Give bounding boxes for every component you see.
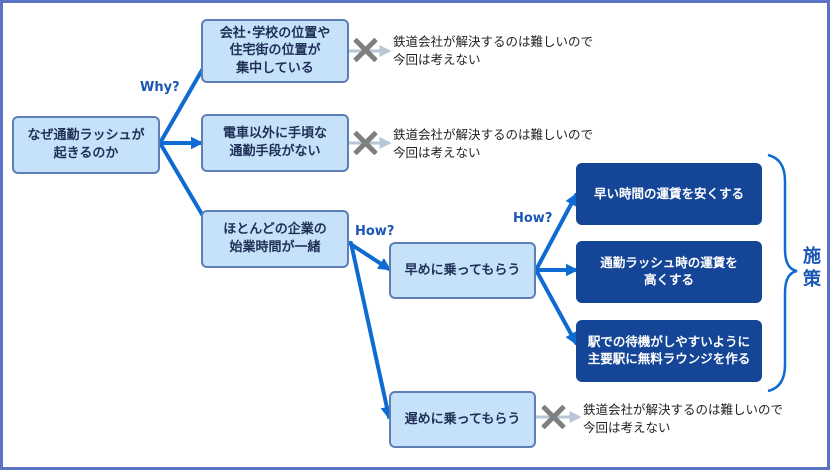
arrow-early-to-measure-1 xyxy=(534,192,578,272)
root-question-box: なぜ通勤ラッシュが 起きるのか xyxy=(12,116,160,174)
arrow-early-to-measure-3 xyxy=(534,268,578,346)
measure-free-lounge-box: 駅での待機がしやすいように 主要駅に無料ラウンジを作る xyxy=(576,320,762,382)
late-ride-box: 遅めに乗ってもらう xyxy=(389,391,536,448)
measure-rush-fare-box: 通勤ラッシュ時の運賃を 高くする xyxy=(576,241,762,303)
rejected-note-2: 鉄道会社が解決するのは難しいので 今回は考えない xyxy=(393,127,594,161)
cause-transport-box: 電車以外に手頃な 通勤手段がない xyxy=(201,114,349,172)
cause-schedule-box: ほとんどの企業の 始業時間が一緒 xyxy=(201,210,349,268)
how-label-2: How? xyxy=(513,211,553,226)
x-mark-icon xyxy=(352,37,378,63)
x-mark-icon xyxy=(540,404,566,430)
rejected-note-1: 鉄道会社が解決するのは難しいので 今回は考えない xyxy=(393,34,594,68)
measures-label: 施 策 xyxy=(803,246,821,290)
cause-location-box: 会社･学校の位置や 住宅街の位置が 集中している xyxy=(201,19,349,83)
arrow-schedule-to-early xyxy=(347,241,392,271)
rejected-note-3: 鉄道会社が解決するのは難しいので 今回は考えない xyxy=(583,402,784,436)
early-ride-box: 早めに乗ってもらう xyxy=(389,242,536,299)
why-label: Why? xyxy=(140,80,180,95)
how-label-1: How? xyxy=(355,224,395,239)
x-mark-icon xyxy=(352,130,378,156)
measures-brace xyxy=(767,153,798,393)
measure-cheap-early-fare-box: 早い時間の運賃を安くする xyxy=(576,163,762,225)
arrow-schedule-to-late xyxy=(349,241,394,420)
